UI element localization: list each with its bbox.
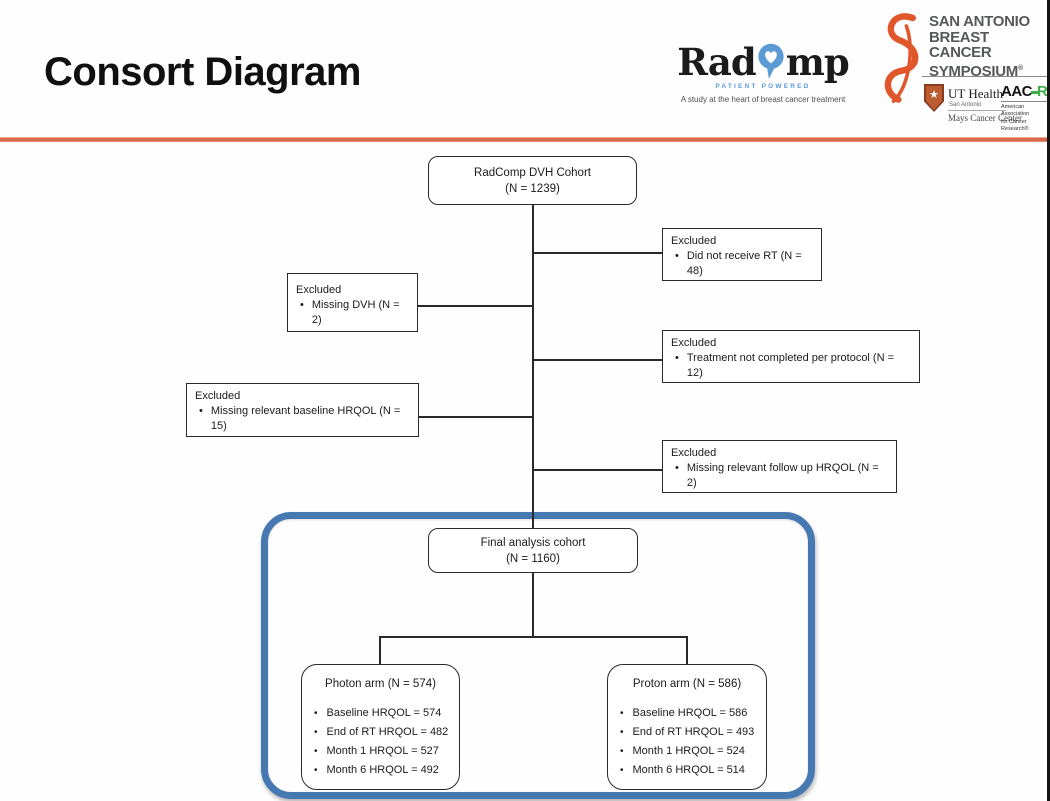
excluded-reason: Treatment not completed per protocol (N … — [686, 352, 895, 379]
box-excluded-missing-baseline-hrqol: Excluded Missing relevant baseline HRQOL… — [186, 383, 419, 437]
uthealth-shield-icon: ★ — [924, 84, 944, 112]
sabcs-line2: BREAST CANCER — [929, 28, 992, 61]
excluded-label: Excluded — [671, 447, 717, 459]
photon-arm-title: Photon arm (N = 574) — [325, 678, 436, 690]
sabcs-line3: SYMPOSIUM® — [929, 62, 1023, 80]
connector-photon-stub — [379, 636, 381, 664]
stat-item: Month 1 HRQOL = 524 — [632, 745, 745, 757]
header-accent-rule — [0, 137, 1050, 142]
radcomp-word-pre: Rad — [677, 40, 756, 84]
radcomp-logo: Rad mp PATIENT POWERED A study at the he… — [668, 42, 858, 104]
connector-excl-2 — [418, 305, 533, 307]
aacr-sub1: American Association — [1001, 104, 1030, 117]
sabcs-ribbon-icon — [884, 13, 919, 103]
stat-item: Month 6 HRQOL = 492 — [326, 764, 439, 776]
right-edge-bar — [1047, 0, 1050, 801]
excluded-reason: Missing DVH (N = 2) — [311, 299, 400, 326]
uthealth-name: UT Health — [948, 86, 1003, 101]
photon-arm-stats: Baseline HRQOL = 574 End of RT HRQOL = 4… — [302, 704, 459, 780]
connector-main-vertical — [532, 205, 534, 529]
box-photon-arm: Photon arm (N = 574) Baseline HRQOL = 57… — [301, 664, 460, 790]
box-radcomp-dvh-cohort: RadComp DVH Cohort (N = 1239) — [428, 156, 637, 205]
excluded-label: Excluded — [671, 235, 717, 247]
uthealth-cancer-center: Mays Cancer Center — [948, 113, 1022, 123]
stat-item: Month 6 HRQOL = 514 — [632, 764, 745, 776]
connector-excl-5 — [533, 469, 663, 471]
excluded-reason: Missing relevant follow up HRQOL (N = 2) — [686, 462, 879, 489]
box-final-analysis-cohort: Final analysis cohort (N = 1160) — [428, 528, 638, 573]
aacr-word-pre: AAC — [1001, 83, 1033, 100]
aacr-sub2: for Cancer Research® — [1001, 119, 1029, 132]
proton-arm-stats: Baseline HRQOL = 586 End of RT HRQOL = 4… — [608, 704, 766, 780]
box-line2: (N = 1160) — [506, 552, 560, 565]
radcomp-powered-label: PATIENT POWERED — [715, 83, 811, 90]
proton-arm-title: Proton arm (N = 586) — [632, 678, 742, 690]
uthealth-sub: San Antonio — [949, 102, 982, 108]
aacr-dash-icon — [1031, 90, 1038, 94]
stat-item: Month 1 HRQOL = 527 — [326, 745, 439, 757]
box-excluded-treatment-not-completed: Excluded Treatment not completed per pro… — [662, 330, 920, 383]
excluded-reason: Did not receive RT (N = 48) — [686, 250, 802, 277]
box-line1: RadComp DVH Cohort — [474, 166, 591, 179]
stat-item: End of RT HRQOL = 482 — [326, 726, 449, 738]
box-proton-arm: Proton arm (N = 586) Baseline HRQOL = 58… — [607, 664, 767, 790]
sabcs-line1: SAN ANTONIO — [929, 13, 1030, 30]
radcomp-word-post: mp — [785, 40, 850, 84]
excluded-label: Excluded — [195, 390, 241, 402]
box-excluded-missing-dvh: Excluded Missing DVH (N = 2) — [287, 273, 418, 332]
sabcs-divider — [922, 76, 1048, 77]
page-title: Consort Diagram — [44, 50, 362, 94]
stat-item: Baseline HRQOL = 586 — [632, 707, 748, 719]
sabcs-wordmark: SAN ANTONIO BREAST CANCER SYMPOSIUM® — [929, 14, 1050, 79]
aacr-word-r: R — [1037, 83, 1048, 100]
uthealth-divider — [948, 110, 1006, 111]
aacr-divider — [1001, 101, 1049, 102]
box-line2: (N = 1239) — [505, 182, 560, 195]
final-cohort-highlight-frame — [261, 512, 815, 799]
excluded-label: Excluded — [296, 284, 342, 296]
aacr-logo: AAC R American Association for Cancer Re… — [1001, 84, 1050, 132]
connector-proton-stub — [686, 636, 688, 664]
connector-final-vertical — [532, 573, 534, 638]
star-icon: ★ — [926, 86, 942, 110]
radcomp-heart-bubble-icon — [758, 43, 784, 79]
connector-arms-horizontal — [380, 636, 688, 638]
stat-item: Baseline HRQOL = 574 — [326, 707, 442, 719]
radcomp-tagline: A study at the heart of breast cancer tr… — [680, 95, 846, 104]
connector-excl-4 — [419, 416, 533, 418]
stat-item: End of RT HRQOL = 493 — [632, 726, 755, 738]
connector-excl-3 — [533, 359, 663, 361]
box-excluded-missing-followup-hrqol: Excluded Missing relevant follow up HRQO… — [662, 440, 897, 493]
connector-excl-1 — [533, 252, 663, 254]
excluded-reason: Missing relevant baseline HRQOL (N = 15) — [210, 405, 401, 432]
excluded-label: Excluded — [671, 337, 717, 349]
radcomp-wordmark: Rad mp — [668, 42, 858, 82]
box-excluded-no-rt: Excluded Did not receive RT (N = 48) — [662, 228, 822, 281]
box-line1: Final analysis cohort — [480, 536, 586, 549]
aacr-wordmark: AAC R — [1001, 84, 1050, 99]
